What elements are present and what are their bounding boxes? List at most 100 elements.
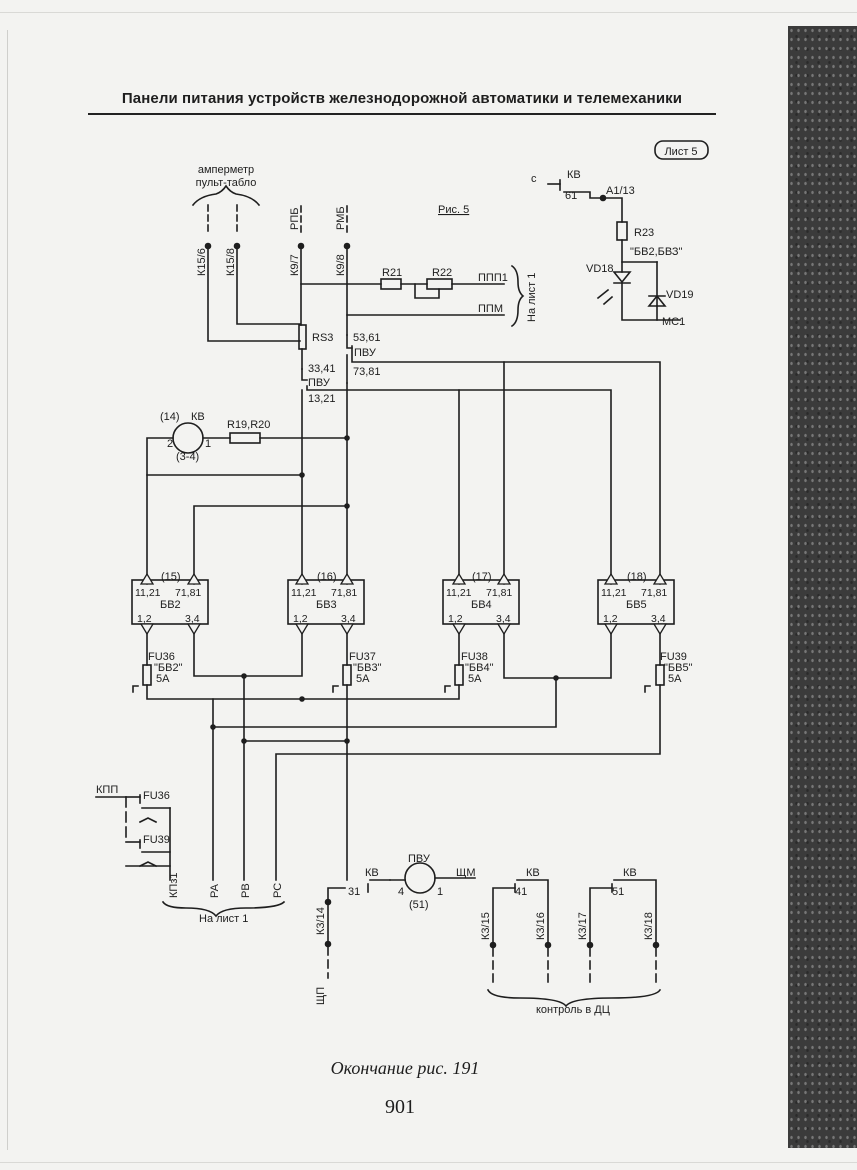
header-rule — [88, 113, 716, 115]
bv3-tr: 71,81 — [331, 587, 357, 599]
block-bv3 — [287, 579, 365, 625]
bv4-number: (17) — [472, 571, 492, 583]
bv5-br: 3,4 — [651, 613, 666, 625]
r22-resistor — [426, 278, 453, 290]
pvu2-name: ПВУ — [408, 853, 431, 865]
ctrl-label: контроль в ДЦ — [536, 1004, 610, 1016]
bv5-tr: 71,81 — [641, 587, 667, 599]
label-kpz1: КПз1 — [168, 873, 180, 898]
label-rpb: РПБ — [289, 208, 301, 230]
label-r22: R22 — [432, 267, 452, 279]
block-bv5 — [597, 579, 675, 625]
na-list1-brace — [510, 264, 525, 328]
ctrl-k315: К3/15 — [480, 912, 492, 940]
bv4-br: 3,4 — [496, 613, 511, 625]
r23-resistor — [616, 221, 628, 241]
terminal-k9-8 — [343, 242, 351, 250]
bv3-number: (16) — [317, 571, 337, 583]
scan-dark-margin — [788, 26, 857, 1148]
bv4-bl: 1,2 — [448, 613, 463, 625]
kv14-pin1: 1 — [205, 438, 211, 450]
label-k15-6: К15/6 — [196, 248, 208, 276]
terminal-k15-8 — [233, 242, 241, 250]
bv2-name: БВ2 — [160, 599, 181, 611]
scan-top-edge — [0, 12, 857, 13]
label-r19-r20: R19,R20 — [227, 419, 270, 431]
label-ppp1: ППП1 — [478, 272, 508, 284]
fu37-name: FU37 — [349, 651, 376, 663]
bv2-bl: 1,2 — [137, 613, 152, 625]
bottom-to-sheet1: На лист 1 — [199, 913, 248, 925]
pvu2-shm: ЩМ — [456, 867, 475, 879]
ctrl-k318: К3/18 — [643, 912, 655, 940]
pvu2-k314: К3/14 — [315, 907, 327, 935]
fu39-rating: 5А — [668, 673, 682, 685]
label-k9-7: К9/7 — [289, 254, 301, 276]
label-rmb: РМБ — [335, 206, 347, 230]
ammeter-label-2: пульт-табло — [196, 177, 257, 189]
label-ra: РА — [209, 883, 221, 898]
sig-a113: А1/13 — [606, 185, 635, 197]
sig-r23: R23 — [634, 227, 654, 239]
fu37-label: "БВ3" — [353, 662, 382, 674]
terminal-k15-6 — [204, 242, 212, 250]
control-brace — [486, 988, 662, 1008]
fu39-label: "БВ5" — [664, 662, 693, 674]
running-header: Панели питания устройств железнодорожной… — [121, 90, 683, 107]
block-bv4 — [442, 579, 520, 625]
ammeter-brace — [191, 184, 261, 207]
pvu2-pin4: 4 — [398, 886, 404, 898]
block-bv2 — [131, 579, 209, 625]
label-k15-8: К15/8 — [225, 248, 237, 276]
pvu2-shp: ЩП — [315, 987, 327, 1005]
fuse-fu39 — [655, 664, 665, 686]
figure-caption: Окончание рис. 191 — [330, 1058, 480, 1078]
ctrl-kv2: КВ — [623, 867, 637, 879]
fu36-rating: 5А — [156, 673, 170, 685]
bv5-bl: 1,2 — [603, 613, 618, 625]
pvu2-kv: КВ — [365, 867, 379, 879]
bv3-br: 3,4 — [341, 613, 356, 625]
pvu2-pin1: 1 — [437, 886, 443, 898]
pvu-contact-33-41: 33,41 — [308, 363, 336, 375]
fu39-name: FU39 — [660, 651, 687, 663]
kv14-number: (14) — [160, 411, 180, 423]
sig-mc1: МС1 — [662, 316, 685, 328]
rs3-shunt — [298, 324, 307, 350]
ctrl-kv1: КВ — [526, 867, 540, 879]
kpp-fu39: FU39 — [143, 834, 170, 846]
bottom-brace — [161, 900, 286, 918]
pvu-contact-73-81: 73,81 — [353, 366, 381, 378]
fu38-rating: 5А — [468, 673, 482, 685]
pvu-contact-13-21: 13,21 — [308, 393, 336, 405]
label-rs: РС — [272, 883, 284, 898]
ctrl-41: 41 — [515, 886, 527, 898]
fu37-rating: 5А — [356, 673, 370, 685]
fuse-fu38 — [454, 664, 464, 686]
bv2-br: 3,4 — [185, 613, 200, 625]
label-k9-8: К9/8 — [335, 254, 347, 276]
fuse-fu36 — [142, 664, 152, 686]
label-rs3: RS3 — [312, 332, 333, 344]
bv3-name: БВ3 — [316, 599, 337, 611]
fu36-name: FU36 — [148, 651, 175, 663]
r19-r20-resistor — [229, 432, 261, 444]
sheet-label: Лист 5 — [664, 146, 697, 158]
kv14-name: КВ — [191, 411, 205, 423]
pvu-label-lower: ПВУ — [308, 377, 331, 389]
label-to-sheet1-right: На лист 1 — [526, 273, 538, 322]
pvu-label-upper: ПВУ — [354, 347, 377, 359]
kv14-coil — [172, 422, 204, 454]
label-r21: R21 — [382, 267, 402, 279]
sig-kv: КВ — [567, 169, 581, 181]
bv4-tr: 71,81 — [486, 587, 512, 599]
terminal-k9-7 — [297, 242, 305, 250]
bv5-number: (18) — [627, 571, 647, 583]
kpp-label: КПП — [96, 784, 118, 796]
label-rv: РВ — [240, 883, 252, 898]
ctrl-k317: К3/17 — [577, 912, 589, 940]
pvu2-31: 31 — [348, 886, 360, 898]
bv2-number: (15) — [161, 571, 181, 583]
pvu-coil — [404, 862, 436, 894]
